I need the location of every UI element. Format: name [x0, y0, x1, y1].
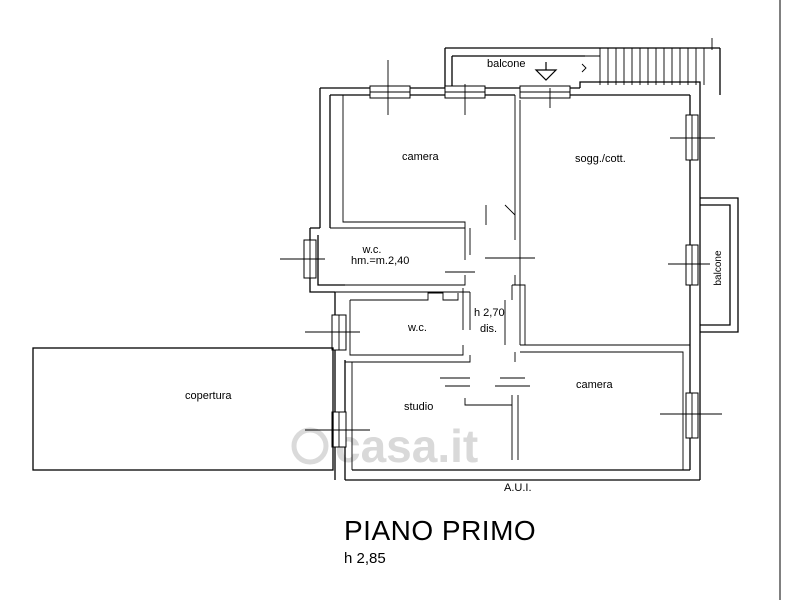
top-balcony: balcone [444, 38, 721, 95]
interior-walls [330, 95, 690, 470]
room-label-camera-top: camera [402, 151, 440, 163]
aui-label: A.U.I. [504, 482, 532, 494]
room-label-wc-upper: w.c. [362, 244, 382, 256]
watermark-text: casa.it [335, 420, 478, 472]
left-windows [280, 239, 370, 448]
room-label-dis: dis. [480, 323, 497, 335]
balcony-right-label: balcone [713, 250, 724, 285]
balcony-top-label: balcone [487, 58, 526, 70]
room-label-studio: studio [404, 401, 433, 413]
room-label-sogg-cott: sogg./cott. [575, 153, 626, 165]
floor-title: PIANO PRIMO [344, 515, 536, 546]
room-height-wc-upper: hm.=m.2,40 [351, 255, 409, 267]
top-windows [369, 60, 571, 115]
room-label-wc-lower: w.c. [407, 322, 427, 334]
copertura-area [32, 347, 334, 471]
watermark-logo-icon [291, 427, 329, 465]
floor-height-note: h 2,85 [344, 550, 386, 567]
room-label-copertura: copertura [185, 390, 232, 402]
right-windows [660, 114, 722, 439]
watermark: casa.it [291, 420, 478, 472]
right-balcony: balcone [700, 197, 739, 333]
dis-height-label: h 2,70 [474, 307, 505, 319]
entrance-arrow-icon [534, 69, 558, 81]
room-label-camera-bottom: camera [576, 379, 614, 391]
